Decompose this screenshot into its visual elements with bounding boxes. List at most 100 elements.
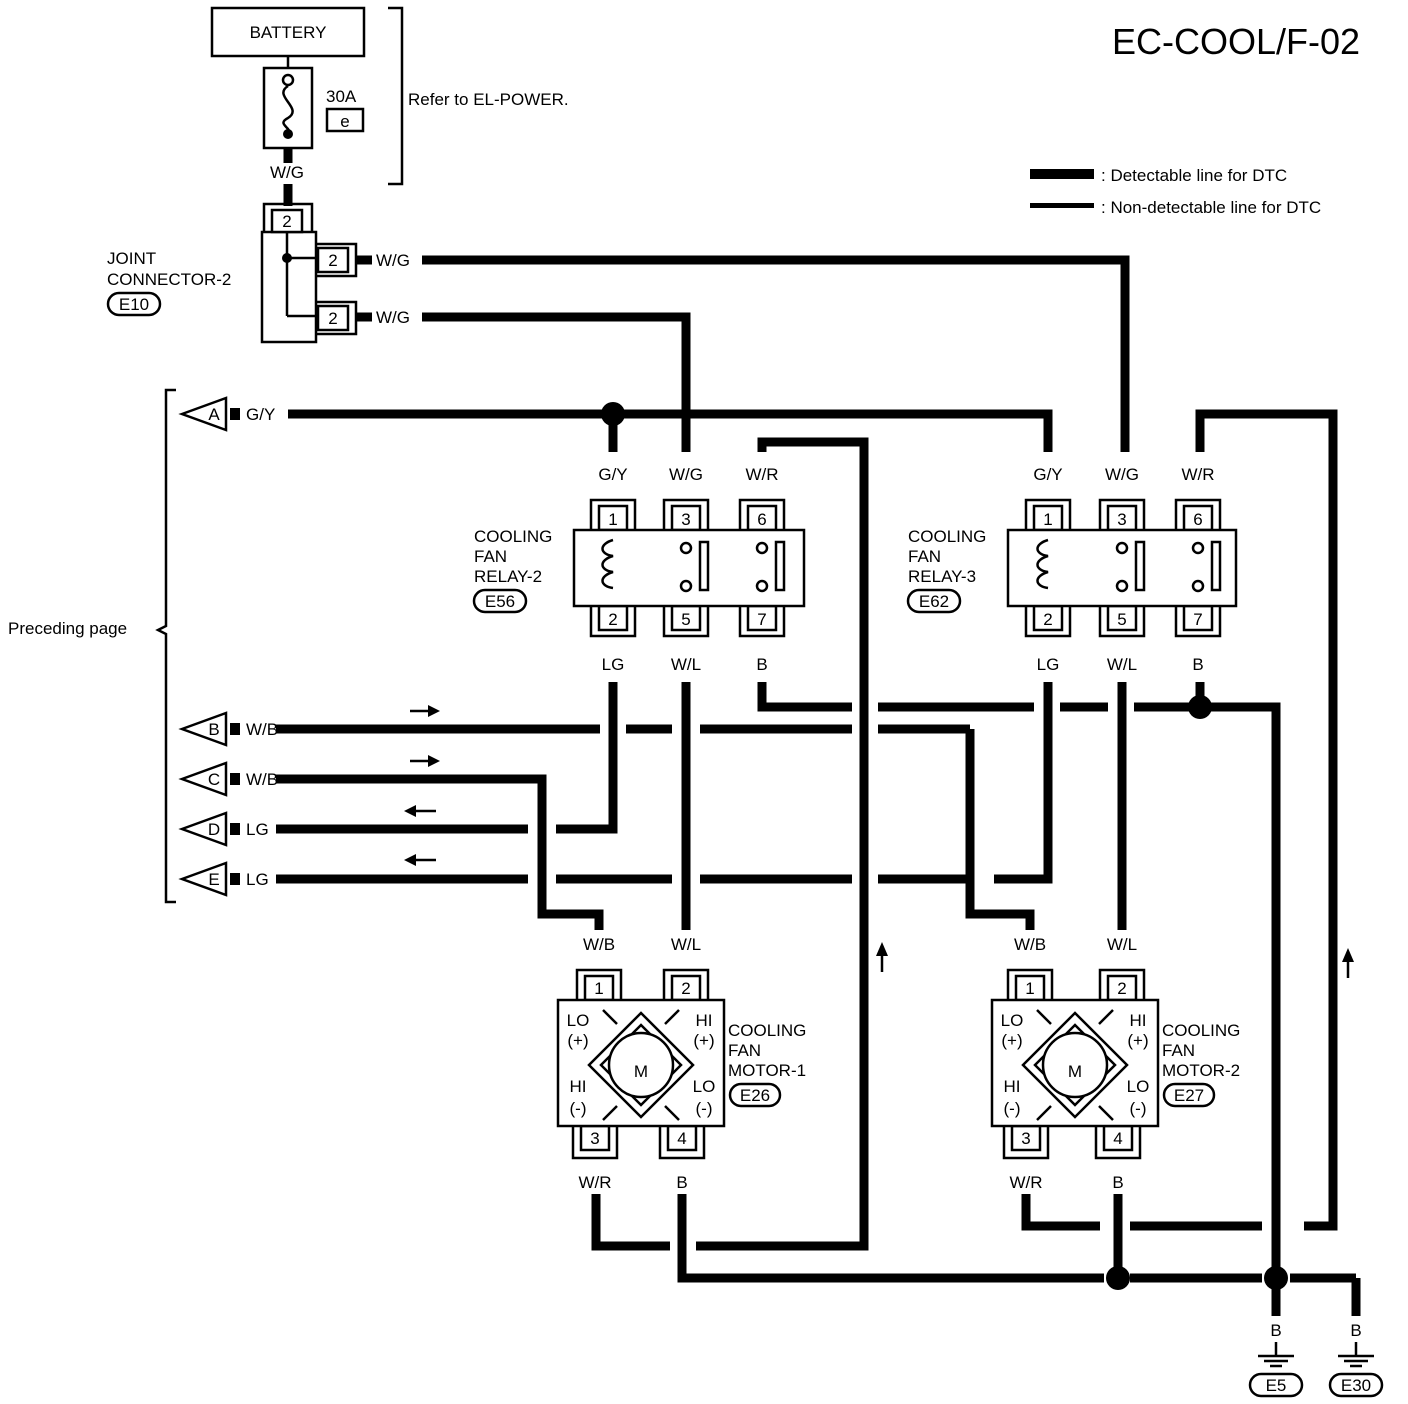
relay2-group: 12G/YLG35W/GW/L67W/RBCOOLINGFANRELAY-2E5… bbox=[472, 465, 806, 674]
battery-wire-label: W/G bbox=[270, 163, 304, 182]
wire-gy bbox=[288, 409, 1053, 452]
switch-icon bbox=[1210, 540, 1222, 592]
relay2-wire-top: W/R bbox=[745, 465, 778, 484]
relay2-wire-top: G/Y bbox=[598, 465, 627, 484]
splice-gy bbox=[601, 402, 625, 426]
relay3-pin-bottom: 5 bbox=[1117, 610, 1126, 629]
wire-wg-relay3 bbox=[422, 255, 1130, 452]
relay2-pin-bottom: 7 bbox=[757, 610, 766, 629]
joint-wire1-label: W/G bbox=[376, 251, 410, 270]
motor1-label-2: FAN bbox=[728, 1041, 761, 1060]
relay2-label-1: COOLING bbox=[474, 527, 552, 546]
relay3-wire-bottom: B bbox=[1192, 655, 1203, 674]
relay3-label-2: FAN bbox=[908, 547, 941, 566]
ground-wire-label: B bbox=[1350, 1321, 1361, 1340]
connector-wire-label: LG bbox=[246, 870, 269, 889]
relay2-code: E56 bbox=[485, 592, 515, 611]
relay3-wire-bottom: LG bbox=[1037, 655, 1060, 674]
motor-minus-label: (-) bbox=[570, 1099, 587, 1118]
connector-wire-label: W/B bbox=[246, 770, 278, 789]
relay2-wire-bottom: LG bbox=[602, 655, 625, 674]
connector-wire-label: W/B bbox=[246, 720, 278, 739]
wire-lg-relay3 bbox=[994, 682, 1053, 884]
relay3-code: E62 bbox=[919, 592, 949, 611]
motor-plus-label: (+) bbox=[1001, 1031, 1022, 1050]
connector-b bbox=[178, 711, 228, 747]
wire-b-relay2 bbox=[757, 682, 852, 712]
motor-minus-label: (-) bbox=[1004, 1099, 1021, 1118]
legend-nondetectable-text: : Non-detectable line for DTC bbox=[1101, 198, 1321, 217]
relay2-pin-top: 1 bbox=[608, 510, 617, 529]
motor-lo-label: LO bbox=[1127, 1077, 1150, 1096]
preceding-bracket bbox=[155, 388, 176, 904]
ground-1: BE5 bbox=[1248, 1321, 1304, 1398]
joint-label-1: JOINT bbox=[107, 249, 156, 268]
relay2-pin-bottom: 5 bbox=[681, 610, 690, 629]
switch-icon bbox=[774, 540, 786, 592]
wire-wr-relay3 bbox=[1195, 409, 1338, 1231]
motor-minus-label: (-) bbox=[696, 1099, 713, 1118]
arrow-up-icon bbox=[876, 942, 1354, 978]
motor2-pin-top: 2 bbox=[1117, 979, 1126, 998]
power-note: Refer to EL-POWER. bbox=[408, 90, 569, 109]
motor-hi-label: HI bbox=[570, 1077, 587, 1096]
relay3-label-3: RELAY-3 bbox=[908, 567, 976, 586]
fuse-element bbox=[282, 84, 294, 133]
connector-a bbox=[178, 396, 228, 432]
joint-pin-out2: 2 bbox=[328, 309, 337, 328]
wire-wr-motor1 bbox=[591, 1194, 670, 1251]
motor2-wire-top: W/L bbox=[1107, 935, 1137, 954]
relay3-pin-top: 1 bbox=[1043, 510, 1052, 529]
motor-minus-label: (-) bbox=[1130, 1099, 1147, 1118]
motor1-group: 1W/B2W/L3W/R4BMLO(+)HI(+)HI(-)LO(-)COOLI… bbox=[556, 935, 806, 1192]
ground-code: E30 bbox=[1341, 1376, 1371, 1395]
ground-wire-label: B bbox=[1270, 1321, 1281, 1340]
relay3-pin-bottom: 2 bbox=[1043, 610, 1052, 629]
wire-wb-c bbox=[276, 774, 604, 940]
motor-lo-label: LO bbox=[1001, 1011, 1024, 1030]
relay2-wire-bottom: B bbox=[756, 655, 767, 674]
connector-id: B bbox=[208, 720, 219, 739]
switch-icon bbox=[698, 540, 710, 592]
motor1-wire-top: W/L bbox=[671, 935, 701, 954]
relay3-wire-top: G/Y bbox=[1033, 465, 1062, 484]
joint-wire2-label: W/G bbox=[376, 308, 410, 327]
motor1-pin-bottom: 3 bbox=[590, 1129, 599, 1148]
relay2-pin-top: 6 bbox=[757, 510, 766, 529]
motor2-group: 1W/B2W/L3W/R4BMLO(+)HI(+)HI(-)LO(-)COOLI… bbox=[990, 935, 1240, 1192]
connector-wire-label: LG bbox=[246, 820, 269, 839]
motor2-label-2: FAN bbox=[1162, 1041, 1195, 1060]
battery-label: BATTERY bbox=[250, 23, 327, 42]
relay2-pin-bottom: 2 bbox=[608, 610, 617, 629]
motor-plus-label: (+) bbox=[693, 1031, 714, 1050]
motor1-wire-bottom: W/R bbox=[578, 1173, 611, 1192]
connector-d bbox=[178, 811, 228, 847]
relay3-wire-bottom: W/L bbox=[1107, 655, 1137, 674]
splice-motor-b bbox=[1106, 1266, 1130, 1290]
motor1-wire-top: W/B bbox=[583, 935, 615, 954]
relay2-pin-top: 3 bbox=[681, 510, 690, 529]
motor-plus-label: (+) bbox=[567, 1031, 588, 1050]
battery-box bbox=[210, 6, 366, 58]
motor1-pin-bottom: 4 bbox=[677, 1129, 686, 1148]
relay2-label-3: RELAY-2 bbox=[474, 567, 542, 586]
motor2-wire-bottom: B bbox=[1112, 1173, 1123, 1192]
joint-code-oval bbox=[106, 291, 162, 317]
motor2-pin-bottom: 4 bbox=[1113, 1129, 1122, 1148]
connector-id: A bbox=[208, 405, 220, 424]
power-bracket bbox=[388, 6, 404, 186]
preceding-label: Preceding page bbox=[8, 619, 127, 638]
relay2-label-2: FAN bbox=[474, 547, 507, 566]
relay2-wire-top: W/G bbox=[669, 465, 703, 484]
motor2-wire-bottom: W/R bbox=[1009, 1173, 1042, 1192]
legend-nondetectable-line bbox=[1030, 203, 1094, 208]
wire-wr-relay2 bbox=[696, 437, 869, 1251]
wire-b-relay3 bbox=[1200, 702, 1281, 1276]
motor1-label-3: MOTOR-1 bbox=[728, 1061, 806, 1080]
connector-c bbox=[178, 761, 228, 797]
wire-wg-relay2 bbox=[422, 312, 691, 452]
motor-lo-label: LO bbox=[567, 1011, 590, 1030]
joint-pin-in: 2 bbox=[282, 212, 291, 231]
